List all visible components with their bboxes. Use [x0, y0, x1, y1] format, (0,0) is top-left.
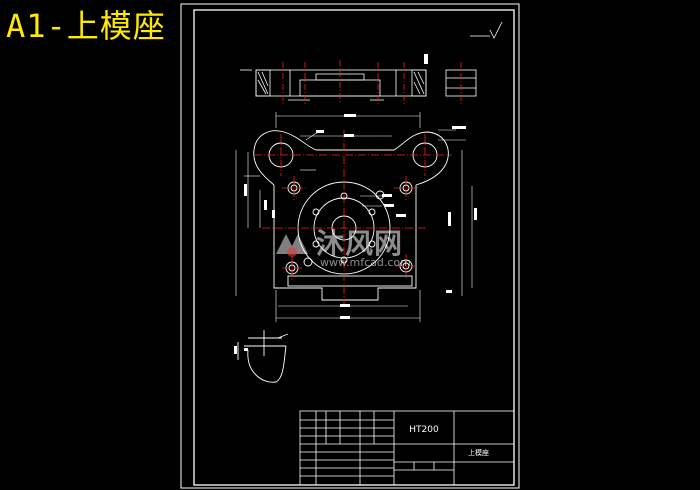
plan-view	[253, 130, 449, 301]
detail-marks	[234, 346, 248, 354]
section-view	[240, 69, 477, 101]
section-centerlines	[282, 60, 462, 104]
roughness-symbol	[470, 21, 503, 39]
plan-centerlines	[254, 130, 452, 305]
watermark-url: www.mfcad.com	[320, 256, 411, 269]
title-block	[299, 410, 515, 486]
dimension-lines	[235, 112, 473, 322]
part-name-label: 上模座	[468, 448, 489, 457]
watermark-text: 沐风网	[316, 227, 404, 260]
detail-view	[237, 330, 289, 383]
dimension-ticks	[244, 54, 477, 319]
outer-frame	[180, 3, 520, 489]
material-label: HT200	[409, 425, 439, 435]
watermark: 沐风网 www.mfcad.com	[272, 222, 432, 272]
watermark-logo-icon	[276, 234, 308, 257]
drawing-title: A1-上模座	[6, 7, 166, 45]
